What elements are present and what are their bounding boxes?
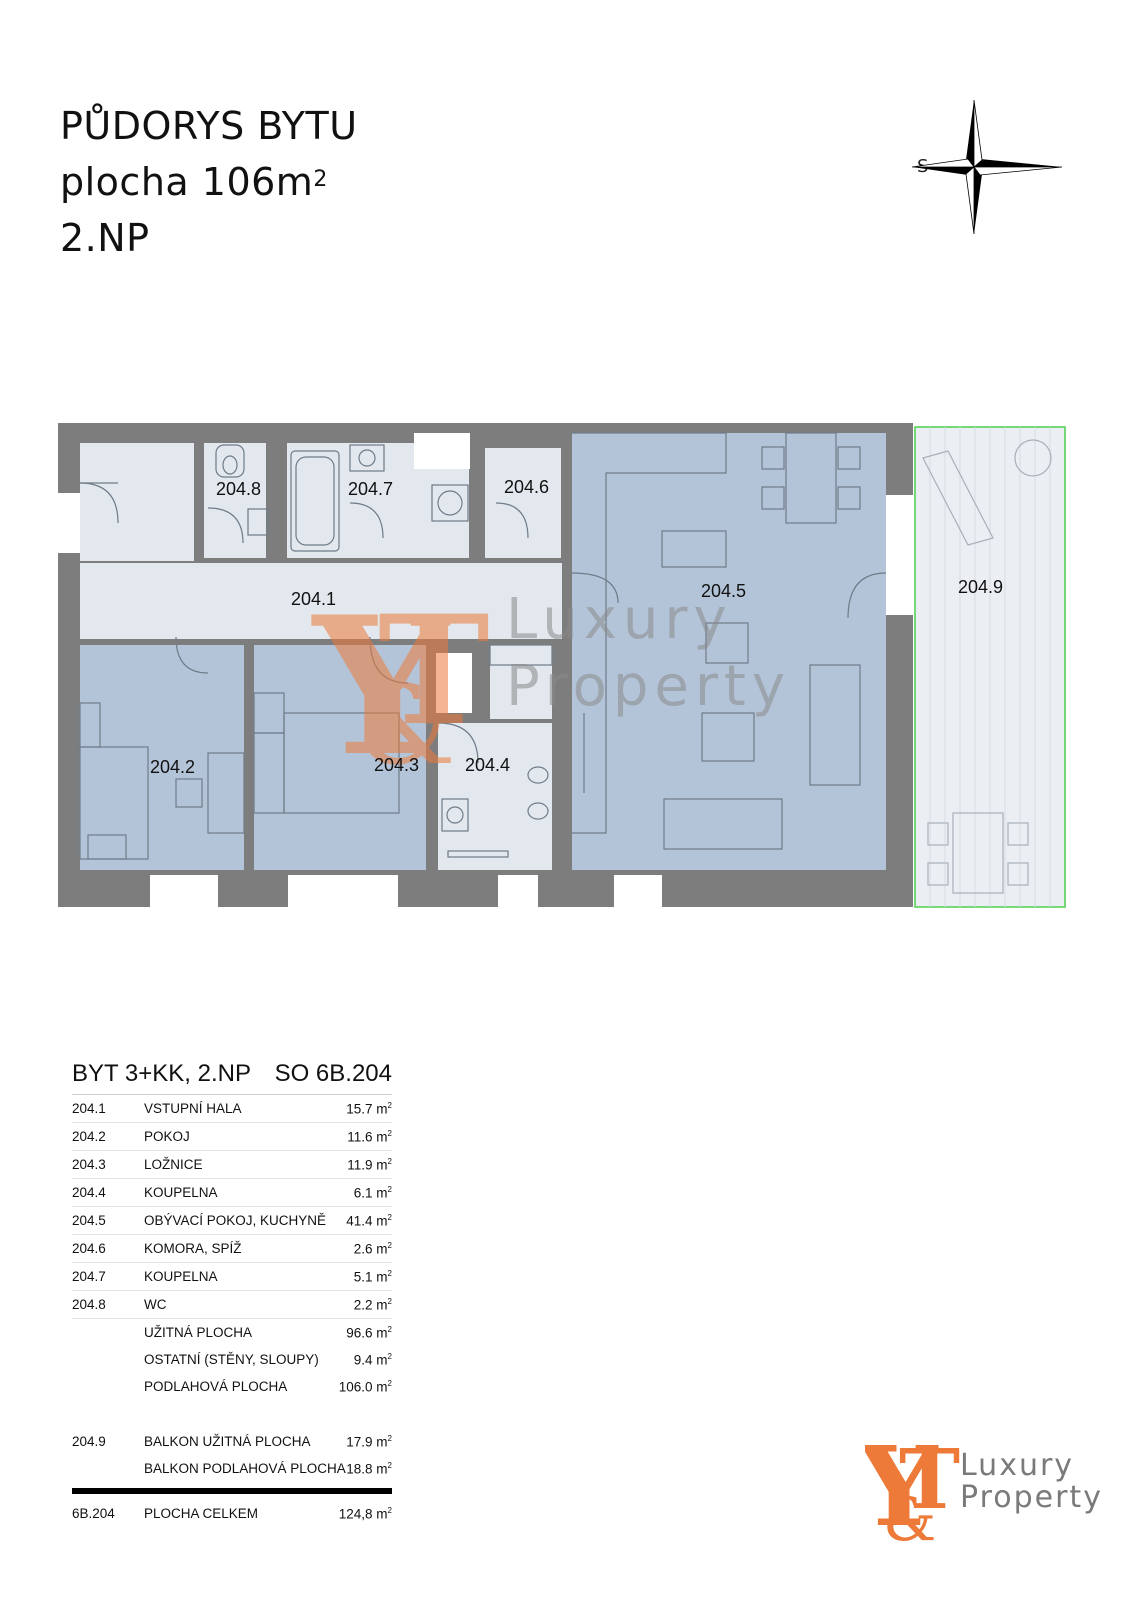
room-label-204-5: 204.5 — [701, 581, 746, 601]
area-sup: 2 — [313, 167, 328, 192]
floor-plan: Y T & Luxury Property 204.8 204.7 204.6 … — [58, 423, 1066, 908]
title-block: PŮDORYS BYTU plocha 106m2 2.NP — [60, 98, 358, 266]
area-table: BYT 3+KK, 2.NP SO 6B.204 204.1 VSTUPNÍ HA… — [72, 1060, 392, 1527]
row-name: BALKON PODLAHOVÁ PLOCHA — [144, 1461, 346, 1476]
row-name: KOUPELNA — [144, 1185, 218, 1200]
furniture — [79, 432, 887, 860]
area-line: plocha 106m2 — [60, 154, 358, 210]
room-rows: 204.1 VSTUPNÍ HALA 15.7 m2 204.2 POKOJ 11.6 m… — [72, 1095, 392, 1319]
row-name: UŽITNÁ PLOCHA — [144, 1325, 253, 1340]
table-row: UŽITNÁ PLOCHA 96.6 m2 — [72, 1319, 392, 1346]
table-header: BYT 3+KK, 2.NP SO 6B.204 — [72, 1060, 392, 1095]
table-row: 204.1 VSTUPNÍ HALA 15.7 m2 — [72, 1095, 392, 1123]
row-area: 11.9 m2 — [347, 1156, 392, 1173]
svg-text:&: & — [358, 661, 456, 789]
logo-luxury: Luxury — [960, 1448, 1075, 1483]
room-label-204-7: 204.7 — [348, 479, 393, 499]
room-label-204-3: 204.3 — [374, 755, 419, 775]
room-label-204-6: 204.6 — [504, 477, 549, 497]
divider — [72, 1488, 392, 1494]
row-name: OSTATNÍ (STĚNY, SLOUPY) — [144, 1352, 319, 1367]
room-label-204-9: 204.9 — [958, 577, 1003, 597]
row-code: 204.1 — [72, 1101, 106, 1116]
row-code: 204.3 — [72, 1157, 106, 1172]
row-name: VSTUPNÍ HALA — [144, 1101, 242, 1116]
total-code: 6B.204 — [72, 1506, 115, 1521]
row-name: WC — [144, 1297, 167, 1312]
total-area: 124,8 m2 — [338, 1505, 392, 1522]
table-row: 204.8 WC 2.2 m2 — [72, 1291, 392, 1319]
row-area: 9.4 m2 — [353, 1351, 392, 1368]
table-row: 204.9 BALKON UŽITNÁ PLOCHA 17.9 m2 — [72, 1428, 392, 1455]
page-title: PŮDORYS BYTU — [60, 104, 358, 148]
row-code: 204.7 — [72, 1269, 106, 1284]
balcony-furniture — [922, 439, 1052, 894]
total-name: PLOCHA CELKEM — [144, 1506, 259, 1521]
row-name: KOMORA, SPÍŽ — [144, 1241, 242, 1256]
watermark: Y T & Luxury Property — [311, 575, 791, 798]
row-name: POKOJ — [144, 1129, 190, 1144]
row-code: 204.4 — [72, 1185, 106, 1200]
row-area: 15.7 m2 — [346, 1100, 392, 1117]
row-area: 5.1 m2 — [353, 1268, 392, 1285]
watermark-luxury: Luxury — [506, 587, 733, 652]
total-row: 6B.204 PLOCHA CELKEM 124,8 m2 — [72, 1500, 392, 1527]
logo-property: Property — [960, 1480, 1103, 1515]
row-name: BALKON UŽITNÁ PLOCHA — [144, 1434, 311, 1449]
row-code: 204.2 — [72, 1129, 106, 1144]
table-row: 204.3 LOŽNICE 11.9 m2 — [72, 1151, 392, 1179]
summary-rows: UŽITNÁ PLOCHA 96.6 m2 OSTATNÍ (STĚNY, SLOU… — [72, 1319, 392, 1400]
room-label-204-1: 204.1 — [291, 589, 336, 609]
row-code: 204.5 — [72, 1213, 106, 1228]
row-code: 204.9 — [72, 1434, 106, 1449]
row-area: 106.0 m2 — [338, 1378, 392, 1395]
row-area: 96.6 m2 — [346, 1324, 392, 1341]
row-area: 41.4 m2 — [346, 1212, 392, 1229]
brand-logo: Y T & — [865, 1430, 960, 1545]
row-code: 204.8 — [72, 1297, 106, 1312]
table-row: PODLAHOVÁ PLOCHA 106.0 m2 — [72, 1373, 392, 1400]
room-label-204-2: 204.2 — [150, 757, 195, 777]
svg-text:Y: Y — [311, 575, 451, 798]
floor-label: 2.NP — [60, 216, 150, 260]
svg-text:Y: Y — [865, 1430, 939, 1545]
row-area: 2.2 m2 — [353, 1296, 392, 1313]
watermark-property: Property — [506, 654, 791, 719]
table-row: OSTATNÍ (STĚNY, SLOUPY) 9.4 m2 — [72, 1346, 392, 1373]
row-area: 6.1 m2 — [353, 1184, 392, 1201]
compass-rose-icon — [912, 100, 1062, 234]
table-row: 204.4 KOUPELNA 6.1 m2 — [72, 1179, 392, 1207]
row-area: 2.6 m2 — [353, 1240, 392, 1257]
table-row: 204.6 KOMORA, SPÍŽ 2.6 m2 — [72, 1235, 392, 1263]
room-label-204-4: 204.4 — [465, 755, 510, 775]
table-row: 204.7 KOUPELNA 5.1 m2 — [72, 1263, 392, 1291]
table-row: 204.5 OBÝVACÍ POKOJ, KUCHYNĚ 41.4 m2 — [72, 1207, 392, 1235]
svg-text:&: & — [883, 1485, 936, 1545]
row-area: 11.6 m2 — [347, 1128, 392, 1145]
row-name: LOŽNICE — [144, 1157, 203, 1172]
table-code: SO 6B.204 — [274, 1060, 392, 1087]
svg-text:T: T — [378, 583, 490, 759]
row-name: OBÝVACÍ POKOJ, KUCHYNĚ — [144, 1213, 327, 1228]
row-name: PODLAHOVÁ PLOCHA — [144, 1379, 288, 1394]
table-title: BYT 3+KK, 2.NP — [72, 1060, 251, 1087]
row-name: KOUPELNA — [144, 1269, 218, 1284]
svg-text:T: T — [899, 1432, 960, 1528]
row-code: 204.6 — [72, 1241, 106, 1256]
row-area: 17.9 m2 — [346, 1433, 392, 1450]
row-area: 18.8 m2 — [346, 1460, 392, 1477]
room-label-204-8: 204.8 — [216, 479, 261, 499]
table-row: 204.2 POKOJ 11.6 m2 — [72, 1123, 392, 1151]
area-label: plocha 106m — [60, 160, 314, 204]
